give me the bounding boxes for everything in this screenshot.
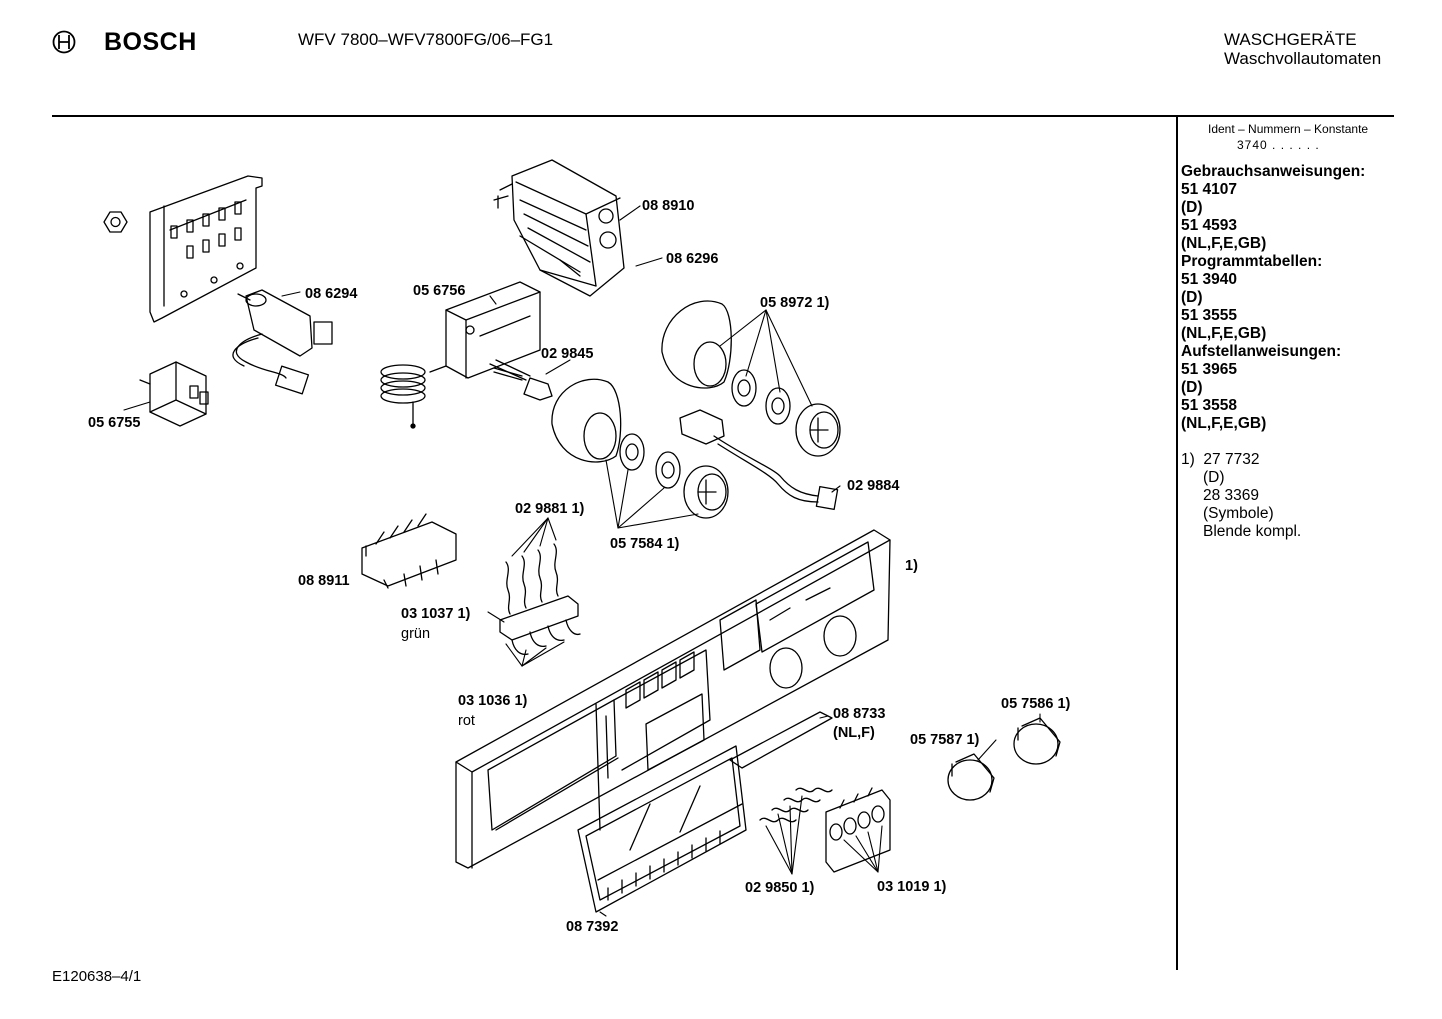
part-label: 08 7392: [566, 919, 618, 935]
color-note: rot: [458, 713, 475, 729]
part-label: 05 8972 1): [760, 295, 830, 311]
doc-line: 51 4593: [1181, 217, 1238, 234]
doc-line: 51 3558: [1181, 397, 1238, 414]
rotary-knob-part: [947, 717, 1061, 801]
knob-cap-upper-part: [661, 300, 732, 389]
hex-nut-part: [103, 211, 128, 233]
doc-line: 51 3555: [1181, 307, 1238, 324]
symbol-label-part: [729, 711, 833, 769]
doc-line: (NL,F,E,GB): [1181, 235, 1267, 252]
pushbutton-spring-part: [759, 787, 833, 823]
drawing-id: E120638–4/1: [52, 968, 142, 985]
axle-part: [493, 367, 553, 401]
display-window-part: [577, 745, 747, 913]
doc-line: Programmtabellen:: [1181, 253, 1323, 270]
doc-line: 51 4107: [1181, 181, 1238, 198]
cable-connector-part: [679, 409, 839, 511]
part-label: 05 7584 1): [610, 536, 680, 552]
doc-line: (D): [1181, 289, 1203, 306]
category-heading: WASCHGERÄTE Waschvollautomaten: [1224, 30, 1381, 68]
brand-name: BOSCH: [104, 28, 197, 56]
transformer-part: [139, 361, 209, 427]
knob-disc-part: [619, 369, 791, 489]
contact-bank-part: [361, 513, 457, 589]
mounting-bracket-part: [149, 175, 263, 323]
footnote-block: 1) 27 7732 (D) 28 3369 (Symbole) Blende …: [1181, 451, 1301, 541]
coil-spring-part: [380, 364, 426, 429]
part-label: 05 6755: [88, 415, 140, 431]
pushbutton-block-part: [825, 787, 891, 873]
doc-line: (D): [1181, 379, 1203, 396]
doc-line: (NL,F,E,GB): [1181, 325, 1267, 342]
part-label: 02 9845: [541, 346, 593, 362]
doc-line: (D): [1181, 199, 1203, 216]
model-title: WFV 7800–WFV7800FG/06–FG1: [298, 30, 554, 49]
doc-line: Gebrauchsanweisungen:: [1181, 163, 1366, 180]
part-label: 02 9850 1): [745, 880, 815, 896]
ident-title: Ident – Nummern – Konstante: [1208, 122, 1369, 136]
part-label: 05 7586 1): [1001, 696, 1071, 712]
part-label: 08 8910: [642, 198, 694, 214]
header-divider: [52, 115, 1394, 117]
doc-line: 51 3965: [1181, 361, 1238, 378]
part-label: 03 1019 1): [877, 879, 947, 895]
category-line-2: Waschvollautomaten: [1224, 49, 1382, 68]
part-label: 05 6756: [413, 283, 465, 299]
leader-lines: [123, 205, 1041, 917]
part-label: 08 8911: [298, 573, 350, 589]
documentation-list: Gebrauchsanweisungen: 51 4107 (D) 51 459…: [1181, 163, 1365, 433]
doc-line: (NL,F,E,GB): [1181, 415, 1267, 432]
ident-value: 3740 . . . . . .: [1237, 138, 1320, 152]
bosch-armature-logo-icon: [52, 30, 76, 54]
interference-suppressor-part: [232, 289, 333, 395]
control-panel-fascia-part: [455, 529, 891, 869]
footnote-ref: 1): [905, 558, 918, 574]
part-label: 02 9884: [847, 478, 899, 494]
part-label: 02 9881 1): [515, 501, 585, 517]
part-label: 05 7587 1): [910, 732, 980, 748]
part-label: 03 1036 1): [458, 693, 528, 709]
contact-spring-part: [505, 543, 559, 615]
footnote-text: 27 7732: [1203, 451, 1260, 468]
footnote-line: Blende kompl.: [1203, 523, 1302, 540]
exploded-parts-diagram: 08 8910 08 6296 08 6294 05 6756 05 8972 …: [88, 159, 1071, 935]
footnote-line: (Symbole): [1203, 505, 1274, 522]
footnote-line: 28 3369: [1203, 487, 1260, 504]
part-label: 03 1037 1): [401, 606, 471, 622]
footnote-marker: 1): [1181, 451, 1195, 468]
footnote-line: (D): [1203, 469, 1225, 486]
part-label: 08 8733: [833, 706, 885, 722]
knob-insert-part: [683, 403, 841, 519]
knob-cap-lower-part: [551, 378, 622, 463]
category-line-1: WASCHGERÄTE: [1224, 30, 1357, 49]
part-label: 08 6296: [666, 251, 718, 267]
color-note: grün: [401, 626, 430, 642]
doc-line: Aufstellanweisungen:: [1181, 343, 1342, 360]
contact-holder-part: [499, 595, 581, 656]
part-label: 08 6294: [305, 286, 357, 302]
part-label: (NL,F): [833, 725, 875, 741]
doc-line: 51 3940: [1181, 271, 1238, 288]
sidebar-divider: [1176, 116, 1178, 970]
footnote-line: 1) 27 7732: [1181, 451, 1301, 469]
programme-switch-part: [493, 159, 625, 297]
